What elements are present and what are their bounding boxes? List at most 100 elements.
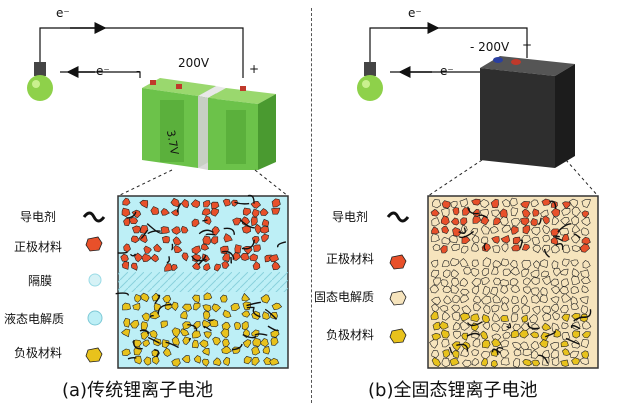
cathode-particle: [250, 216, 258, 227]
conductive-fiber: [127, 357, 137, 360]
cathode-particle: [232, 217, 242, 226]
cathode-layer-particle: [471, 198, 481, 206]
anode-particle: [209, 318, 219, 328]
solid-electrolyte-particle: [522, 286, 532, 295]
anode-particle: [222, 357, 231, 366]
cathode-particle: [131, 225, 141, 234]
cathode-layer-particle: [471, 242, 479, 252]
anode-layer-particle: [452, 321, 461, 331]
cathode-particle: [181, 252, 189, 262]
anode-layer-particle: [519, 329, 529, 339]
cathode-layer-particle: [430, 233, 440, 242]
anode-layer-particle: [542, 312, 552, 322]
conductive-fiber: [458, 230, 475, 239]
anode-particle: [132, 303, 141, 311]
legend-separator: 隔膜: [28, 274, 53, 288]
anode-layer-particle: [432, 321, 441, 331]
cathode-layer-particle: [550, 244, 560, 254]
solid-electrolyte-particle: [581, 285, 589, 293]
anode-layer-particle: [552, 311, 560, 321]
solid-electrolyte-particle: [482, 285, 491, 296]
anode-particle: [171, 301, 179, 312]
cathode-particle: [131, 209, 142, 219]
anode-layer-particle: [513, 348, 522, 357]
anode-particle: [199, 339, 209, 349]
conductive-fiber: [154, 349, 160, 357]
caption-b: (b)全固态锂离子电池: [368, 380, 538, 401]
cathode-layer-particle: [520, 201, 531, 209]
cathode-layer-particle: [459, 198, 469, 208]
cathode-layer-particle: [480, 225, 490, 235]
cathode-layer-particle: [510, 218, 521, 227]
conductive-fiber: [242, 333, 257, 339]
battery-solid-black: [480, 56, 575, 168]
cathode-layer-particle: [510, 225, 519, 235]
cathode-particle: [143, 245, 152, 254]
cathode-layer-particle: [510, 207, 519, 217]
conductive-fiber: [557, 223, 572, 233]
legend-anode-b: 负极材料: [326, 328, 375, 342]
cathode-particle: [191, 218, 200, 228]
solid-electrolyte-icon: [389, 290, 407, 306]
cathode-particle: [130, 235, 140, 244]
solid-electrolyte-particle: [430, 269, 440, 278]
cathode-particle: [234, 244, 242, 254]
anode-particle: [121, 348, 131, 357]
anode-layer-particle: [441, 357, 451, 368]
solid-electrolyte-particle: [493, 277, 502, 286]
anode-particle: [262, 311, 270, 320]
conductive-agent-icon: [386, 211, 410, 223]
anode-particle: [251, 356, 260, 366]
legend-cathode-b: 正极材料: [326, 252, 375, 266]
anode-layer-particle: [530, 341, 540, 351]
cathode-particle: [138, 234, 148, 244]
cathode-layer-particle: [480, 236, 489, 245]
conductive-fiber: [191, 255, 207, 262]
anode-layer-particle: [561, 332, 571, 341]
anode-layer-particle: [529, 314, 539, 324]
solid-electrolyte-particle: [523, 277, 531, 286]
conductive-fiber: [573, 233, 581, 239]
conductive-fiber: [537, 217, 542, 226]
anode-layer-particle: [491, 322, 501, 332]
conductive-fiber: [157, 303, 172, 315]
solid-electrolyte-particle: [511, 295, 519, 305]
cathode-layer-particle: [479, 198, 490, 208]
panel-a-circuit: [39, 22, 244, 78]
solid-electrolyte-particle: [500, 279, 510, 287]
anode-layer-particle: [442, 349, 451, 358]
solid-electrolyte-particle: [481, 295, 492, 305]
cathode-layer-particle: [521, 243, 530, 251]
anode-layer-particle: [451, 350, 460, 359]
conductive-fiber: [154, 294, 161, 305]
anode-particle: [262, 346, 270, 355]
anode-layer-particle: [561, 322, 569, 330]
solid-electrolyte-particle: [439, 305, 449, 312]
anode-particle: [123, 317, 131, 328]
anode-layer-particle: [471, 349, 479, 356]
conductive-fiber: [188, 337, 192, 341]
solid-electrolyte-particle: [450, 284, 460, 294]
conductive-fiber: [555, 243, 564, 250]
solid-electrolyte-particle: [530, 277, 540, 285]
cathode-particle: [120, 253, 129, 262]
cathode-particle: [202, 200, 211, 208]
solid-electrolyte-particle: [550, 278, 559, 286]
anode-particle: [181, 355, 191, 364]
separator-layer: [118, 272, 288, 292]
cathode-layer-particle: [532, 245, 542, 254]
cathode-layer-particle: [509, 197, 518, 207]
cathode-layer-particle: [490, 198, 499, 208]
cathode-particle: [122, 197, 131, 206]
anode-layer-particle: [522, 348, 532, 357]
cathode-layer-particle: [581, 199, 591, 208]
conductive-fiber: [570, 324, 581, 330]
solid-electrolyte-particle: [541, 305, 552, 314]
conductive-fiber: [519, 239, 523, 249]
anode-particle: [270, 329, 280, 338]
cathode-layer-particle: [492, 245, 501, 254]
anode-particle: [143, 356, 152, 366]
conductive-fiber: [506, 322, 512, 329]
conductive-fiber: [203, 325, 212, 332]
conductive-fiber: [496, 346, 504, 356]
